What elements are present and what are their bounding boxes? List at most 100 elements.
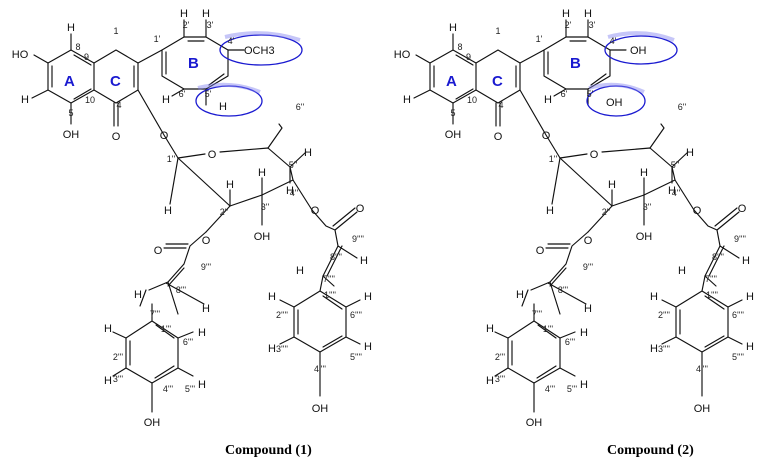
atom-label-h7pppp: H (678, 265, 686, 277)
atom-label-o5r: O (590, 149, 599, 161)
atom-label-h7pppp: H (296, 265, 304, 277)
atom-label-n8: 8 (75, 42, 80, 52)
atom-label-o2pp: O (202, 235, 211, 247)
atom-label-n10: 10 (85, 95, 95, 105)
atom-label-n2p: 2' (183, 20, 190, 30)
atom-label-h6p: H (162, 94, 170, 106)
atom-label-h8: H (449, 22, 457, 34)
c4prime-substituent: OH (630, 45, 647, 57)
atom-label-oh4ppp: OH (144, 417, 161, 429)
atom-label-n3p: 3' (589, 20, 596, 30)
atom-label-h3pppp: H (268, 343, 276, 355)
atom-label-n5pppp: 5'''' (732, 352, 744, 362)
atom-label-ocarb_l: O (536, 245, 545, 257)
atom-label-n3ppp: 3''' (113, 374, 123, 384)
atom-label-n1p: 1' (536, 34, 543, 44)
atom-label-n5p: 5' (587, 89, 594, 99)
atom-label-o1: 1 (495, 26, 500, 36)
atom-label-h2p: H (180, 8, 188, 20)
atom-label-n4pppp: 4'''' (696, 364, 708, 374)
atom-label-h2ppp: H (486, 323, 494, 335)
atom-label-h3ppp: H (104, 375, 112, 387)
atom-label-o3link: O (160, 130, 169, 142)
atom-label-n4ppp: 4''' (163, 384, 173, 394)
atom-label-n4pp: 4'' (672, 188, 681, 198)
ring-a-label: A (446, 73, 457, 90)
atom-label-h6p: H (544, 94, 552, 106)
atom-label-n2p: 2' (565, 20, 572, 30)
atom-label-n6p: 6' (561, 89, 568, 99)
atom-label-n4p: 4' (610, 36, 617, 46)
atom-label-ocarb_r: O (738, 203, 747, 215)
atom-label-oh7: HO (12, 49, 29, 61)
highlight-5prime-substituent (586, 85, 646, 117)
atom-label-n7ppp: 7''' (532, 309, 542, 319)
atom-label-h2pppp: H (268, 291, 276, 303)
atom-label-n6pp: 6'' (296, 102, 305, 112)
atom-label-h6ppp: H (198, 327, 206, 339)
ring-c-label: C (110, 73, 121, 90)
atom-label-h6ppp: H (580, 327, 588, 339)
atom-label-n4pppp: 4'''' (314, 364, 326, 374)
atom-label-h3p: H (584, 8, 592, 20)
atom-label-h1pp: H (546, 205, 554, 217)
atom-label-n5pp: 5'' (289, 160, 298, 170)
atom-label-o5r: O (208, 149, 217, 161)
atom-label-h5pppp: H (364, 341, 372, 353)
ring-a-label: A (64, 73, 75, 90)
atom-label-h8ppp: H (202, 303, 210, 315)
atom-label-oh3pp: OH (636, 231, 653, 243)
atom-label-n3pp: 3'' (261, 202, 270, 212)
atom-label-n4: 4 (116, 100, 121, 110)
atom-label-n8: 8 (457, 42, 462, 52)
atom-label-h5ppp: H (580, 379, 588, 391)
atom-label-n4ppp: 4''' (545, 384, 555, 394)
atom-label-n6pp: 6'' (678, 102, 687, 112)
atom-label-o1: 1 (113, 26, 118, 36)
highlight-4prime-substituent (219, 34, 303, 66)
atom-label-n3pppp: 3'''' (658, 344, 670, 354)
atom-label-n5pp: 5'' (671, 160, 680, 170)
atom-label-n9pppp: 9'''' (734, 234, 746, 244)
atom-label-h3pp: H (258, 167, 266, 179)
atom-label-ocarb_r: O (356, 203, 365, 215)
atom-label-n4p: 4' (228, 36, 235, 46)
atom-label-h2ppp: H (104, 323, 112, 335)
c5prime-substituent: OH (606, 97, 623, 109)
compound-1-caption: Compound (1) (225, 443, 312, 458)
atom-label-oh4pppp: OH (312, 403, 329, 415)
ring-b-label: B (570, 55, 581, 72)
atom-label-n5p: 5' (205, 89, 212, 99)
atom-label-n8pppp: 8'''' (330, 252, 342, 262)
atom-label-h5ppp: H (198, 379, 206, 391)
atom-label-n5: 5 (450, 108, 455, 118)
atom-label-n6pppp: 6'''' (732, 310, 744, 320)
atom-label-h1pp: H (164, 205, 172, 217)
ring-c-label: C (492, 73, 503, 90)
atom-label-n2pppp: 2'''' (658, 310, 670, 320)
ring-b-label: B (188, 55, 199, 72)
atom-label-h2pp: H (226, 179, 234, 191)
atom-label-n6ppp: 6''' (183, 337, 193, 347)
atom-label-h6pppp: H (746, 291, 754, 303)
atom-label-n6p: 6' (179, 89, 186, 99)
atom-label-n1pp: 1'' (167, 154, 176, 164)
atom-label-n5: 5 (68, 108, 73, 118)
atom-label-h3p: H (202, 8, 210, 20)
atom-label-h7ppp: H (134, 289, 142, 301)
c5prime-substituent: H (219, 101, 227, 113)
atom-label-n9ppp: 9''' (201, 262, 211, 272)
atom-label-h3pppp: H (650, 343, 658, 355)
atom-label-n7pppp: 7'''' (323, 274, 335, 284)
atom-label-oh4pppp: OH (694, 403, 711, 415)
atom-label-n7ppp: 7''' (150, 309, 160, 319)
atom-label-h8ppp: H (584, 303, 592, 315)
atom-label-n2ppp: 2''' (113, 352, 123, 362)
atom-label-h8: H (67, 22, 75, 34)
atom-label-h5pp: H (686, 147, 694, 159)
atom-label-n1pppp: 1'''' (706, 290, 718, 300)
atom-label-n4: 4 (498, 100, 503, 110)
atom-label-n1pp: 1'' (549, 154, 558, 164)
